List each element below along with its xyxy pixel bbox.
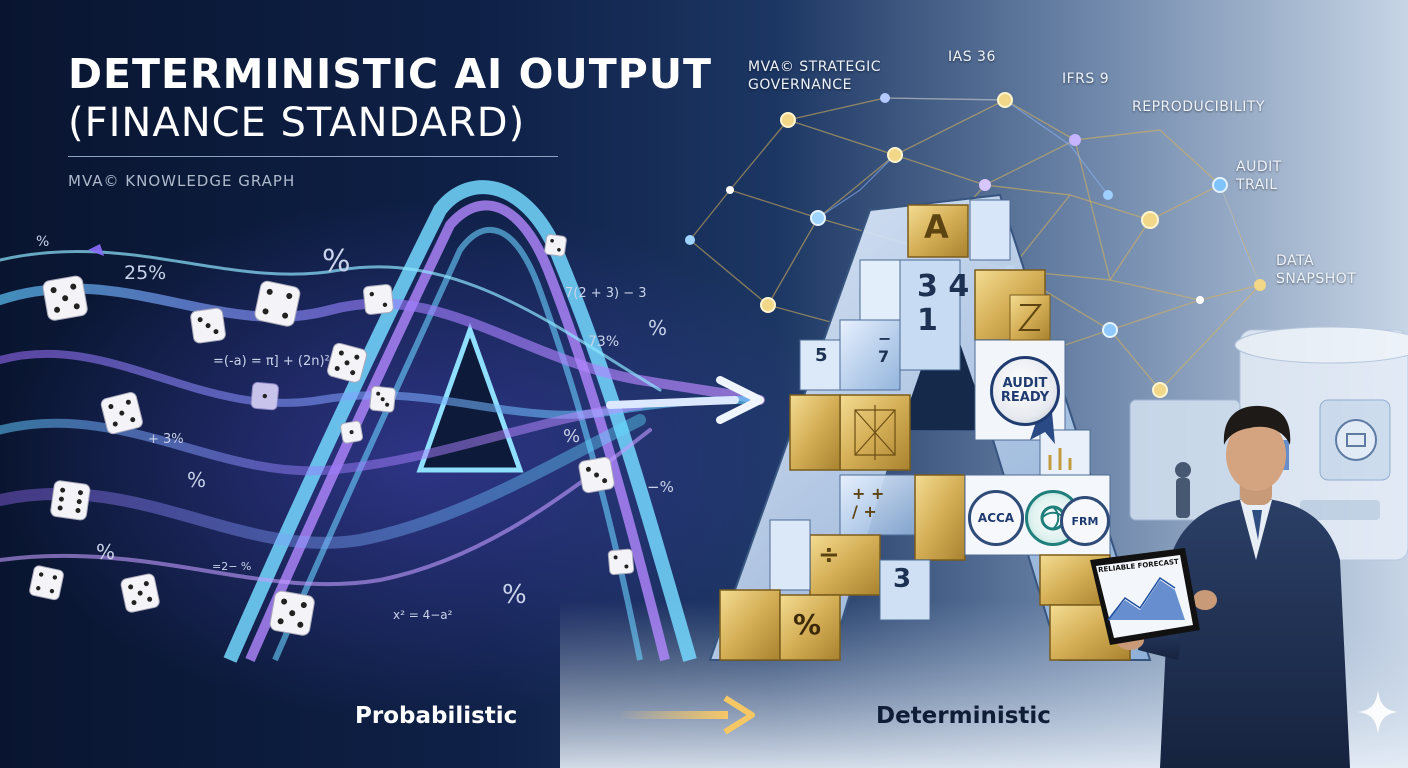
- floating-percent-mid: %: [563, 426, 581, 447]
- audit-ready-seal: AUDIT READY: [990, 356, 1060, 426]
- label-governance: MVA© STRATEGIC GOVERNANCE: [748, 58, 881, 94]
- frm-badge: FRM: [1060, 496, 1110, 546]
- label-probabilistic: Probabilistic: [355, 703, 518, 729]
- floating-percent-plus3: + 3%: [148, 432, 184, 447]
- label-audit-line2: TRAIL: [1236, 177, 1278, 193]
- bottom-arrow: [618, 695, 755, 735]
- transition-arrow: [606, 376, 764, 424]
- tile-letter-a: A: [924, 208, 949, 246]
- label-ifrs9: IFRS 9: [1062, 71, 1110, 87]
- tile-divide: ÷: [818, 540, 840, 570]
- tile-fraction: − 7: [878, 329, 892, 366]
- floating-formula-1: =(-a) = π] + (2n)²: [213, 354, 330, 369]
- floating-formula-3: =2− %: [212, 560, 252, 573]
- tile-five: 5: [815, 345, 828, 366]
- floating-percent-25: 25%: [124, 262, 167, 284]
- label-ias36: IAS 36: [948, 49, 996, 65]
- dice-group: [29, 234, 635, 636]
- seal-line2: READY: [1000, 390, 1050, 405]
- page-title-standard: (FINANCE STANDARD): [68, 100, 526, 146]
- tile-three: 3: [893, 564, 912, 594]
- label-data-snapshot: DATA SNAPSHOT: [1276, 252, 1356, 288]
- floating-formula-4: x² = 4−a²: [393, 608, 453, 622]
- knowledge-graph-edges-blue: [817, 97, 1261, 286]
- floating-percent-left2: %: [187, 468, 207, 492]
- label-reproducibility: REPRODUCIBILITY: [1132, 99, 1265, 115]
- floating-percent-left3: %: [96, 540, 116, 564]
- floating-percent-right: %: [648, 316, 668, 340]
- floating-formula-2: 7(2 + 3) − 3: [565, 286, 647, 301]
- label-data-line1: DATA: [1276, 253, 1315, 269]
- tile-plus: + + / +: [852, 484, 885, 521]
- tablet-device: [1090, 548, 1200, 645]
- acca-badge: ACCA: [968, 490, 1024, 546]
- floating-percent: %: [36, 234, 50, 250]
- label-audit-trail: AUDIT TRAIL: [1236, 158, 1282, 194]
- seal-line1: AUDIT: [1002, 376, 1048, 391]
- title-divider: [68, 156, 558, 157]
- sparkle-icon: [1358, 690, 1398, 734]
- floating-percent-bottom: %: [502, 580, 527, 610]
- label-governance-line1: MVA© STRATEGIC: [748, 59, 882, 75]
- label-governance-line2: GOVERNANCE: [748, 77, 852, 93]
- tile-percent: %: [793, 608, 822, 641]
- tile-numbers: 3 4 1: [917, 269, 970, 338]
- label-audit-line1: AUDIT: [1236, 159, 1282, 175]
- page-subtitle: MVA© KNOWLEDGE GRAPH: [68, 172, 296, 190]
- page-title: DETERMINISTIC AI OUTPUT: [68, 50, 713, 98]
- background-office: [1129, 326, 1408, 561]
- floating-percent-73: 73%: [588, 334, 620, 350]
- label-deterministic: Deterministic: [876, 703, 1051, 729]
- floating-percent-large: %: [322, 244, 351, 279]
- label-data-line2: SNAPSHOT: [1276, 271, 1357, 287]
- floating-percent-minus: −%: [647, 478, 674, 496]
